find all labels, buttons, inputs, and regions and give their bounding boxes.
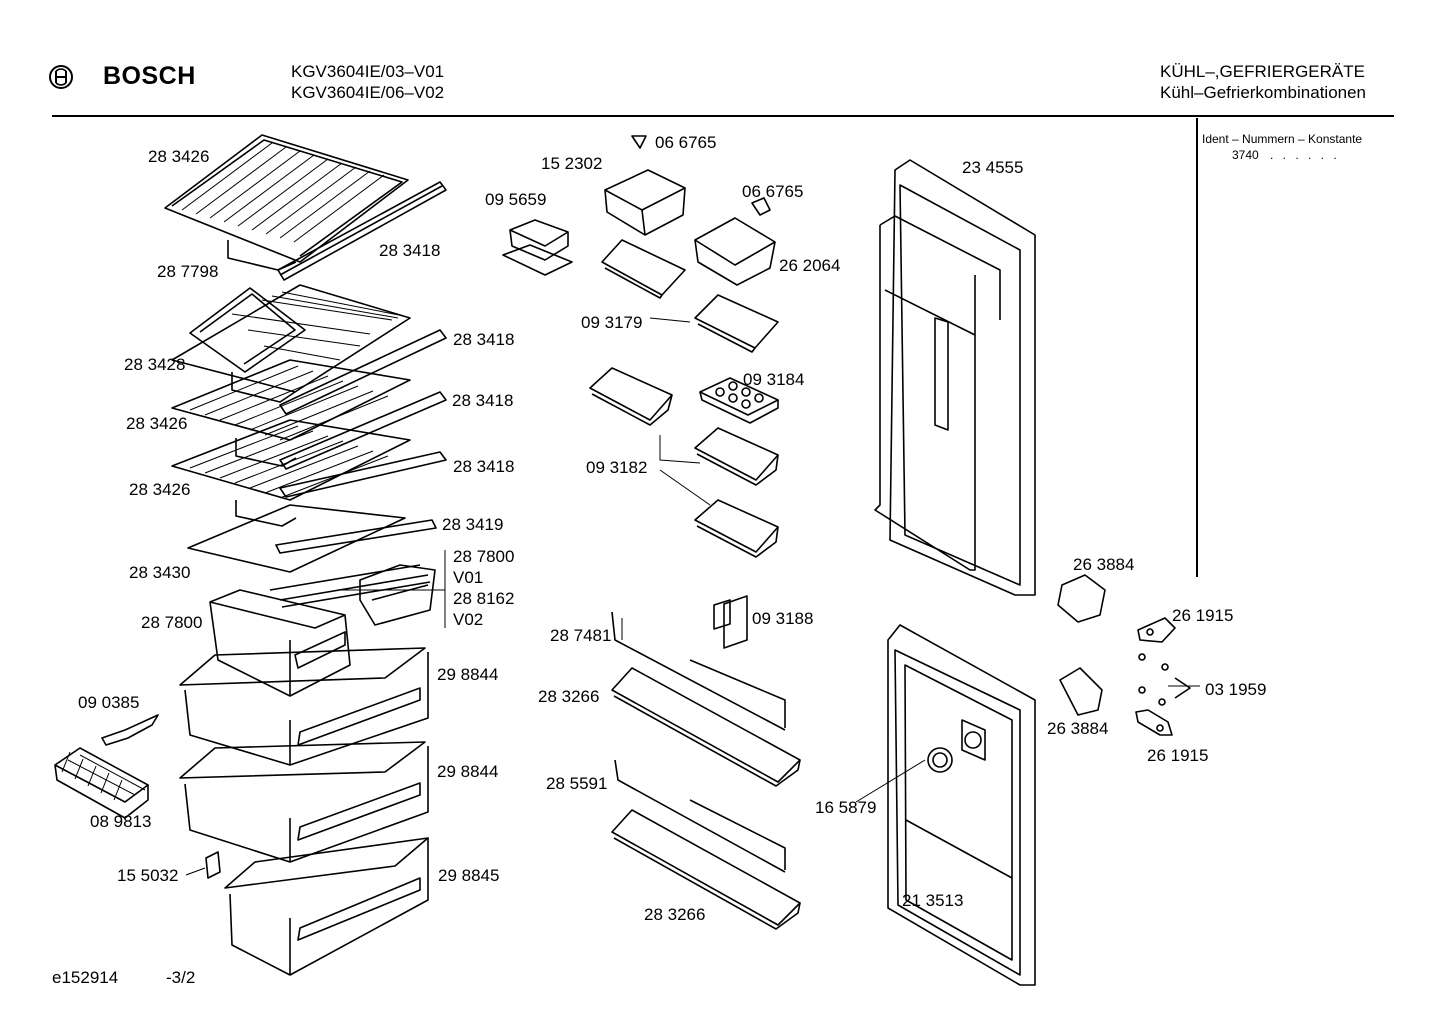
- label-283426-low: 28 3426: [129, 480, 190, 499]
- brand-name: BOSCH: [103, 62, 196, 90]
- label-298845: 29 8845: [438, 866, 499, 885]
- ident-divider: [1196, 118, 1198, 577]
- door-shelf-small-2: [694, 427, 779, 486]
- hinge-cover-1: [1057, 574, 1106, 623]
- ident-label: Ident – Nummern – Konstante: [1202, 132, 1363, 146]
- door-shelf-small-3: [694, 499, 779, 558]
- small-crisper-drawer-2: [359, 564, 436, 626]
- label-283419: 28 3419: [442, 515, 503, 534]
- label-155032: 15 5032: [117, 866, 178, 885]
- label-261915-b: 26 1915: [1147, 746, 1208, 765]
- shelf-trim-strip-4: [279, 451, 447, 498]
- label-263884-a: 26 3884: [1073, 555, 1134, 574]
- label-283430: 28 3430: [129, 563, 190, 582]
- label-089813: 08 9813: [90, 812, 151, 831]
- crisper-cover-strip: [269, 564, 431, 608]
- label-287800-right: 28 7800: [453, 547, 514, 566]
- label-093188: 09 3188: [752, 609, 813, 628]
- label-283418-c: 28 3418: [452, 391, 513, 410]
- label-093184: 09 3184: [743, 370, 804, 389]
- freezer-drawer-2: [179, 741, 429, 863]
- model-number-2: KGV3604IE/06–V02: [291, 83, 445, 102]
- wire-shelf-top: [164, 134, 409, 271]
- small-crisper-drawer: [209, 589, 351, 697]
- label-152302: 15 2302: [541, 154, 602, 173]
- dairy-compartment: [694, 294, 779, 353]
- freezer-drawer-3: [224, 837, 429, 976]
- label-031959: 03 1959: [1205, 680, 1266, 699]
- label-283418-a: 28 3418: [379, 241, 440, 260]
- label-095659: 09 5659: [485, 190, 546, 209]
- label-261915-a: 26 1915: [1172, 606, 1233, 625]
- wire-shelf-4: [171, 419, 411, 527]
- label-093182: 09 3182: [586, 458, 647, 477]
- hinge-2: [1135, 709, 1173, 736]
- header-divider: [52, 115, 1394, 117]
- glass-shelf-insert: [189, 287, 306, 373]
- shelf-trim-strip-2: [279, 329, 447, 415]
- ident-value: 3740: [1232, 148, 1259, 162]
- holder-part: [713, 595, 748, 649]
- ice-scraper: [101, 714, 159, 746]
- ice-cube-tray: [54, 747, 149, 819]
- label-283418-b: 28 3418: [453, 330, 514, 349]
- butter-dish-lid: [604, 169, 686, 236]
- screws-set: [1138, 653, 1191, 706]
- shelf-trim-strip-3: [279, 391, 447, 470]
- label-283418-d: 28 3418: [453, 457, 514, 476]
- freezer-drawer-1: [179, 647, 429, 766]
- hinge-1: [1137, 617, 1176, 643]
- freezer-door-liner: [887, 624, 1036, 986]
- label-287798: 28 7798: [157, 262, 218, 281]
- label-283426-top: 28 3426: [148, 147, 209, 166]
- butter-dish-small: [502, 219, 573, 276]
- label-287481: 28 7481: [550, 626, 611, 645]
- butter-compartment: [601, 239, 686, 299]
- label-283428: 28 3428: [124, 355, 185, 374]
- shelf-trim-strip-5: [275, 519, 437, 554]
- ident-dots: . . . . . .: [1270, 148, 1340, 162]
- label-066765-b: 06 6765: [742, 182, 803, 201]
- label-298844-b: 29 8844: [437, 762, 498, 781]
- label-090385: 09 0385: [78, 693, 139, 712]
- label-287800-left: 28 7800: [141, 613, 202, 632]
- label-093179: 09 3179: [581, 313, 642, 332]
- label-283426-mid: 28 3426: [126, 414, 187, 433]
- fridge-door-liner: [874, 159, 1036, 596]
- label-298844-a: 29 8844: [437, 665, 498, 684]
- label-283266-b: 28 3266: [644, 905, 705, 924]
- label-285591: 28 5591: [546, 774, 607, 793]
- bottle-retainer-1: [611, 611, 786, 731]
- glass-shelf-plate: [187, 504, 406, 573]
- clip-screw-2: [751, 197, 771, 216]
- figure-id: e152914: [52, 968, 119, 987]
- category-title: KÜHL–,GEFRIERGERÄTE: [1160, 62, 1365, 81]
- bosch-logo-icon: [49, 65, 73, 89]
- label-263884-b: 26 3884: [1047, 719, 1108, 738]
- label-262064: 26 2064: [779, 256, 840, 275]
- label-165879: 16 5879: [815, 798, 876, 817]
- label-288162: 28 8162: [453, 589, 514, 608]
- label-213513: 21 3513: [902, 891, 963, 910]
- label-v02: V02: [453, 610, 483, 629]
- category-subtitle: Kühl–Gefrierkombinationen: [1160, 83, 1367, 102]
- door-shelf-small-1: [589, 367, 673, 426]
- hinge-cover-2: [1059, 667, 1103, 716]
- clip-screw-top: [631, 135, 647, 149]
- small-clip-part: [205, 851, 221, 879]
- bottle-retainer-2: [614, 759, 786, 873]
- dairy-compartment-lid: [694, 217, 776, 286]
- shelf-trim-strip-1: [277, 181, 447, 281]
- model-number-1: KGV3604IE/03–V01: [291, 62, 445, 81]
- label-283266-a: 28 3266: [538, 687, 599, 706]
- label-066765-top: 06 6765: [655, 133, 716, 152]
- label-v01: V01: [453, 568, 483, 587]
- wire-shelf-2: [171, 284, 411, 403]
- label-234555: 23 4555: [962, 158, 1023, 177]
- page-number: -3/2: [166, 968, 196, 987]
- bottle-shelf-2: [611, 809, 801, 930]
- bottle-shelf-1: [611, 667, 801, 787]
- egg-tray: [699, 377, 779, 424]
